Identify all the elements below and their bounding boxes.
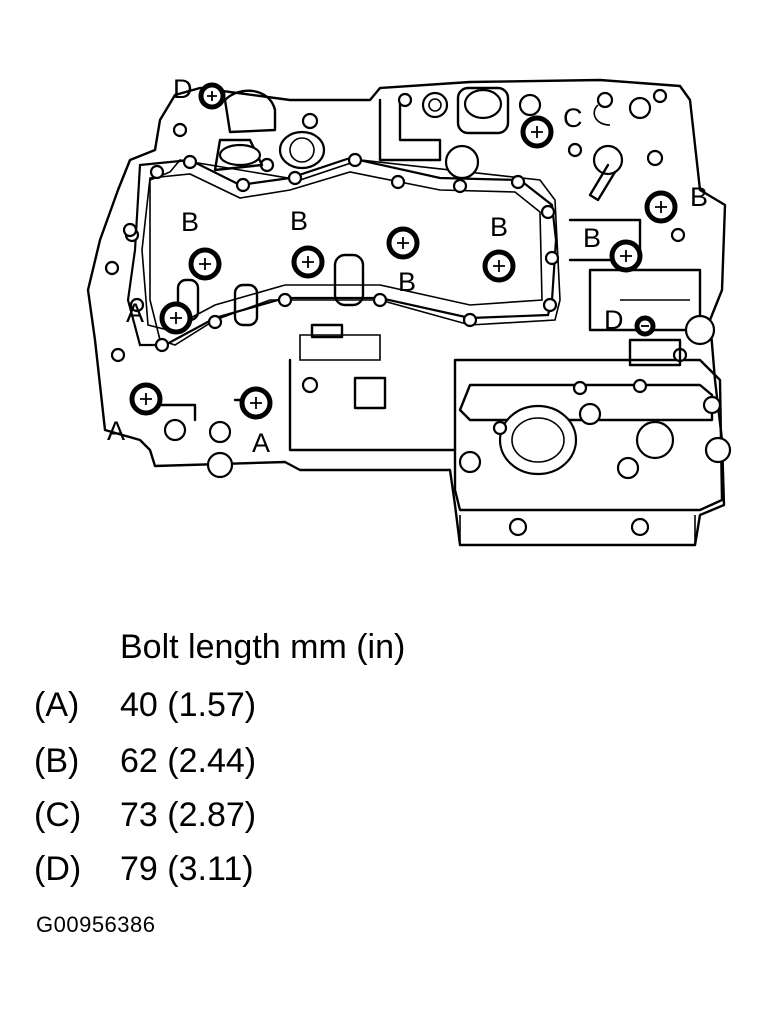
bolt-a-2 bbox=[129, 382, 163, 416]
bolt-b-1 bbox=[188, 247, 222, 281]
bolt-a-3 bbox=[239, 386, 273, 420]
gasket-channel-inner bbox=[141, 171, 543, 331]
callout-d-right: D bbox=[604, 305, 624, 335]
bolt-d-top bbox=[198, 82, 226, 110]
callout-b-left: B bbox=[181, 207, 199, 237]
callout-c: C bbox=[563, 103, 583, 133]
callout-a-bottom: A bbox=[252, 428, 270, 458]
gasket-rivets bbox=[124, 152, 560, 353]
callout-a-bottom-left: A bbox=[107, 416, 125, 446]
bolt-b-2 bbox=[291, 245, 325, 279]
callout-b-mid-right: B bbox=[490, 212, 508, 242]
top-components bbox=[172, 86, 668, 202]
legend-key: (A) bbox=[34, 686, 80, 724]
bolt-b-right-top bbox=[644, 190, 678, 224]
valve-body-diagram: D C B B B B B B A A A D bbox=[86, 74, 732, 547]
callout-d-top: D bbox=[173, 74, 193, 104]
bolt-b-right bbox=[609, 239, 643, 273]
valve-body-outline bbox=[86, 78, 727, 547]
bolt-a-1 bbox=[159, 301, 193, 335]
callout-b-mid-left: B bbox=[290, 206, 308, 236]
legend-key: (C) bbox=[34, 796, 82, 834]
callout-a-left: A bbox=[126, 298, 144, 328]
bolt-b-4 bbox=[482, 249, 516, 283]
figure-id: G00956386 bbox=[36, 912, 156, 937]
callout-b-right: B bbox=[583, 223, 601, 253]
legend-value: 62 (2.44) bbox=[120, 742, 257, 780]
legend-key: (B) bbox=[34, 742, 80, 780]
bolts bbox=[129, 82, 678, 420]
right-components bbox=[568, 218, 716, 367]
legend-value: 79 (3.11) bbox=[120, 850, 254, 888]
callout-b-far-right: B bbox=[690, 182, 708, 212]
bolt-c bbox=[520, 115, 554, 149]
legend-value: 40 (1.57) bbox=[120, 686, 257, 724]
bolt-b-3 bbox=[386, 226, 420, 260]
callout-b-center: B bbox=[398, 267, 416, 297]
legend-value: 73 (2.87) bbox=[120, 796, 257, 834]
legend-key: (D) bbox=[34, 850, 82, 888]
plate-holes bbox=[458, 378, 732, 537]
lower-plate-edge bbox=[459, 515, 696, 545]
plate-channel bbox=[458, 383, 714, 422]
legend-title: Bolt length mm (in) bbox=[120, 628, 406, 666]
callout-labels: D C B B B B B B A A A D bbox=[107, 74, 708, 458]
bolt-d-right bbox=[634, 315, 656, 337]
lower-plate-outline bbox=[453, 358, 724, 512]
